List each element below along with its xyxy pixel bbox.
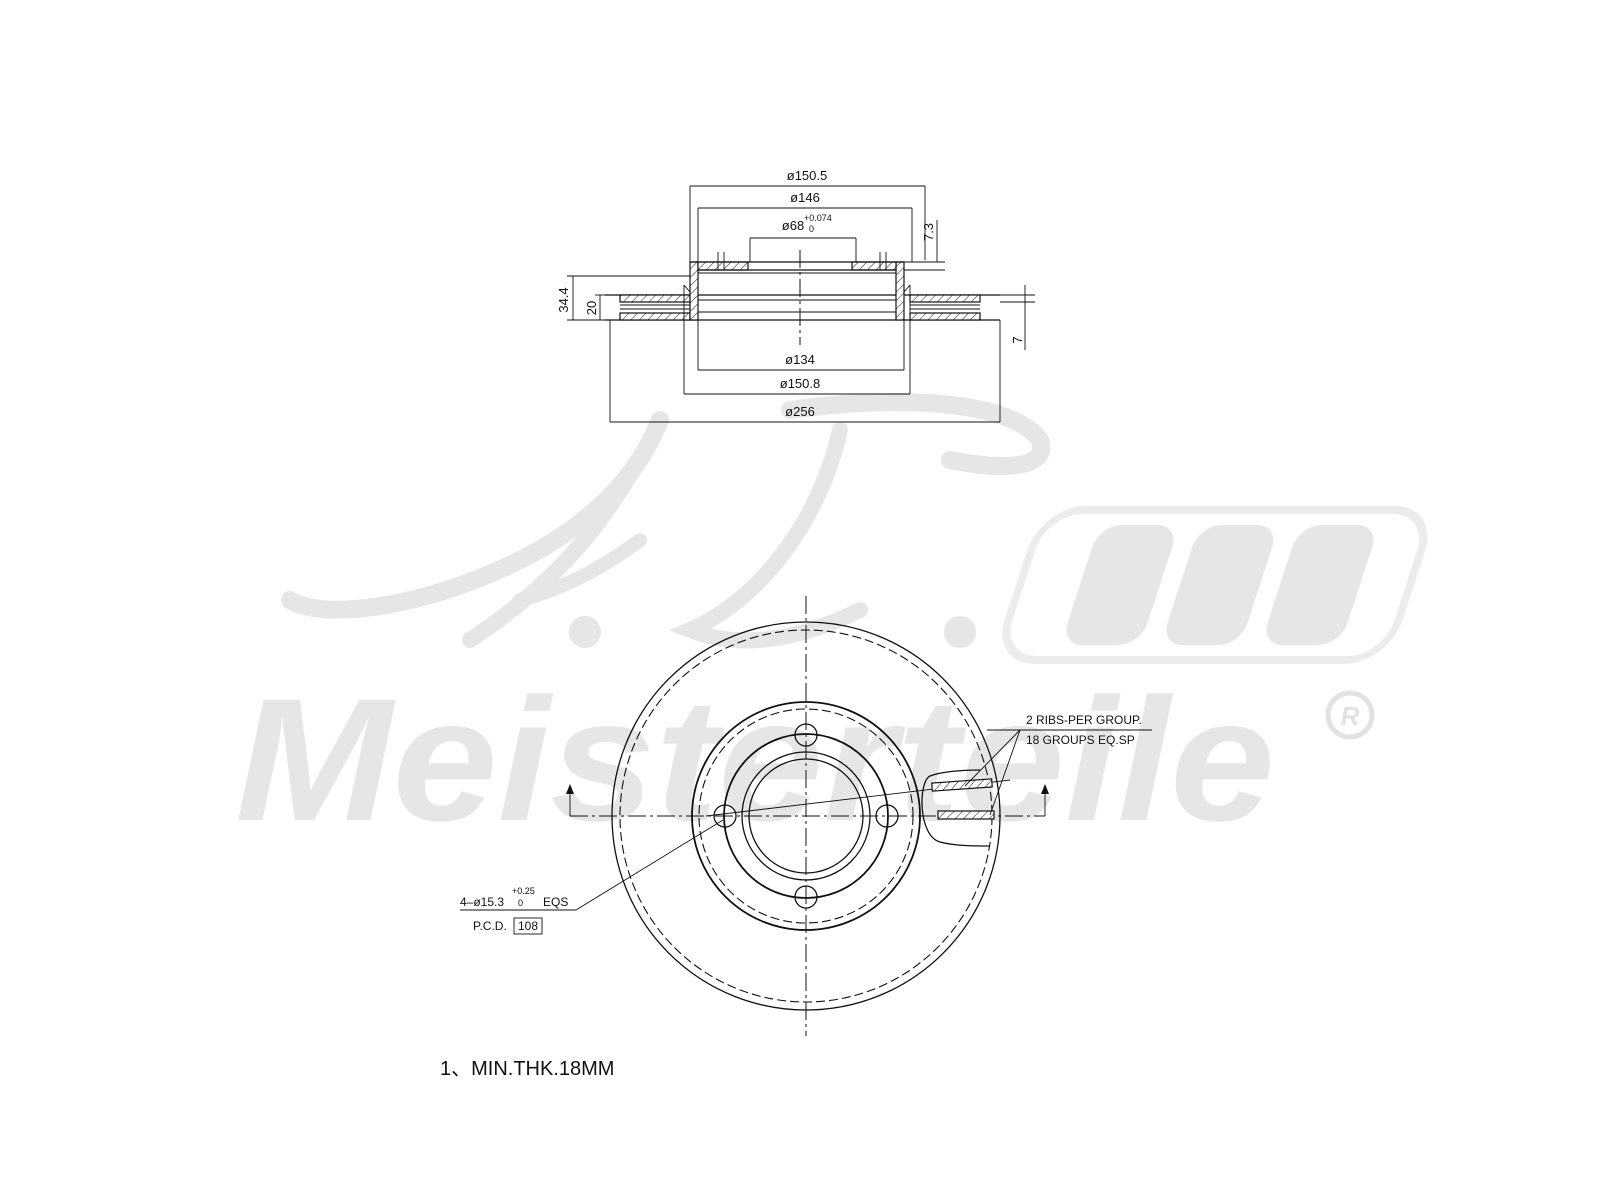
dim-d68-tol-upper: +0.074 (804, 213, 832, 223)
watermark-brand: Meisterteile (235, 663, 1275, 858)
ribs-note-line2: 18 GROUPS EQ.SP (1026, 733, 1135, 747)
dim-h7: 7 (1010, 336, 1025, 343)
dim-d150-8: ø150.8 (780, 376, 820, 391)
pcd-value: 108 (518, 919, 538, 933)
watermark-initials-swash (281, 393, 1051, 649)
dim-d146: ø146 (790, 190, 820, 205)
pcd-label: P.C.D. (473, 919, 507, 933)
registered-letter: R (1341, 701, 1360, 731)
bolt-note-prefix: 4–ø15.3 (460, 895, 504, 909)
ribs-note-line1: 2 RIBS-PER GROUP. (1026, 713, 1142, 727)
watermark: Meisterteile R (235, 393, 1428, 858)
dim-d134: ø134 (785, 352, 815, 367)
pcd-value-box (513, 917, 543, 935)
bolt-note-suffix: EQS (543, 895, 568, 909)
dim-d68: ø68 (782, 218, 804, 233)
footnote-min-thickness: 1、MIN.THK.18MM (440, 1058, 614, 1080)
dim-d150-5: ø150.5 (787, 168, 827, 183)
dim-h34-4: 34.4 (556, 287, 571, 312)
bolt-tol-upper: +0.25 (512, 886, 535, 896)
watermark-bars-logo (1002, 506, 1428, 664)
bolt-hole-left (713, 804, 737, 828)
section-view: ø150.5 ø146 ø68 +0.074 0 7.3 34.4 20 7 (556, 168, 1035, 423)
bolt-tol-lower: 0 (518, 898, 523, 908)
dim-h7-3: 7.3 (921, 223, 936, 241)
dim-d68-tol-lower: 0 (809, 224, 814, 234)
registered-mark: R (1325, 690, 1375, 740)
dim-h20: 20 (584, 301, 599, 315)
plan-view: 2 RIBS-PER GROUP. 18 GROUPS EQ.SP 4–ø15.… (460, 596, 1152, 1036)
dim-d256: ø256 (785, 404, 815, 419)
